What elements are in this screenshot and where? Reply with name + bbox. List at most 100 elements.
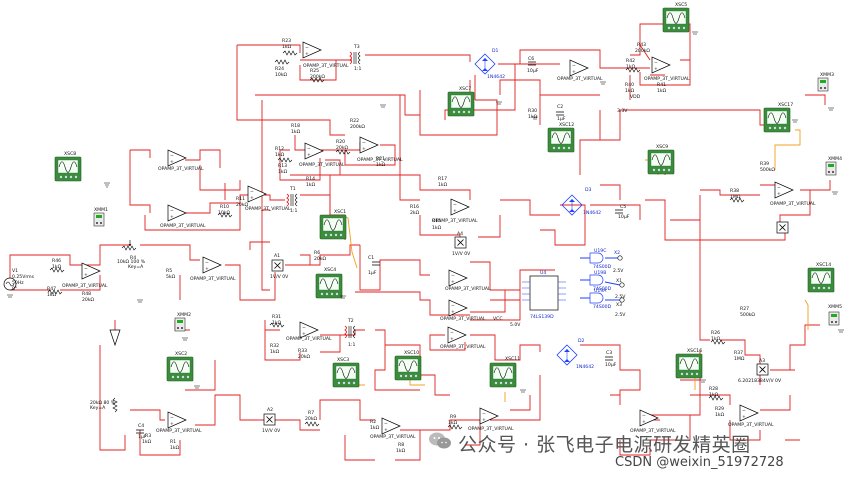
opamp-label: OPAMP_3T_VIRTUAL bbox=[303, 63, 349, 69]
bridge-part: 1N4642 bbox=[576, 364, 594, 370]
oscilloscope-label: XSC5 bbox=[675, 2, 687, 8]
svg-text:U4: U4 bbox=[540, 270, 546, 276]
oscilloscope: XSC11 bbox=[489, 356, 520, 388]
svg-text:20kΩ: 20kΩ bbox=[236, 202, 249, 208]
bridge-part: 1N4642 bbox=[487, 74, 505, 80]
opamp-label: OPAMP_3T_VIRTUAL bbox=[557, 76, 603, 82]
svg-text:1kΩ: 1kΩ bbox=[711, 336, 721, 342]
svg-text:C2: C2 bbox=[557, 104, 563, 110]
svg-text:R5: R5 bbox=[166, 268, 172, 274]
svg-text:20kΩ: 20kΩ bbox=[305, 416, 318, 422]
svg-text:20kΩ: 20kΩ bbox=[336, 145, 349, 151]
opamp-label: OPAMP_3T_VIRTUAL bbox=[440, 316, 486, 322]
svg-text:1kΩ: 1kΩ bbox=[278, 169, 288, 175]
svg-text:R20: R20 bbox=[336, 139, 345, 145]
svg-text:200kΩ: 200kΩ bbox=[310, 74, 325, 80]
svg-text:10kΩ: 10kΩ bbox=[275, 72, 288, 78]
multiplier-gain: 6.20218384V/V 0V bbox=[738, 378, 782, 384]
oscilloscope: XSC16 bbox=[675, 348, 703, 379]
opamp-label: OPAMP_3T_VIRTUAL bbox=[770, 201, 816, 207]
multipliers: A1 1V/V 0V A2 1V/V 0V A3 6.20218384V/V 0… bbox=[262, 221, 789, 434]
oscilloscope: XSC8 bbox=[54, 151, 82, 182]
svg-text:10µF: 10µF bbox=[527, 68, 539, 74]
svg-text:1kΩ: 1kΩ bbox=[272, 320, 282, 326]
svg-text:1kΩ: 1kΩ bbox=[396, 448, 406, 454]
svg-text:1kΩ: 1kΩ bbox=[715, 412, 725, 418]
svg-text:500kΩ: 500kΩ bbox=[760, 167, 775, 173]
oscilloscope: XSC14 bbox=[807, 262, 835, 293]
svg-text:C4: C4 bbox=[138, 423, 144, 429]
oscilloscope: XSC3 bbox=[332, 357, 360, 388]
svg-text:1kΩ: 1kΩ bbox=[448, 420, 458, 426]
svg-text:X3: X3 bbox=[616, 302, 622, 308]
svg-text:R32: R32 bbox=[270, 343, 279, 349]
svg-text:R3: R3 bbox=[145, 433, 151, 439]
ac-source: V1 0.25Vrms 50Hz 0° bbox=[3, 268, 35, 292]
svg-text:R9: R9 bbox=[450, 414, 456, 420]
svg-text:U19C: U19C bbox=[594, 248, 606, 254]
transformers: T3 1:1 T1 1:1 T2 1:1 bbox=[286, 44, 361, 348]
svg-text:C3: C3 bbox=[606, 350, 612, 356]
transformer-ratio: 1:1 bbox=[348, 342, 355, 348]
multimeter-label: XMM2 bbox=[177, 312, 191, 318]
svg-text:10µF: 10µF bbox=[605, 362, 617, 368]
opamp-label: OPAMP_3T_VIRTUAL bbox=[286, 336, 332, 342]
bridge-label: D3 bbox=[585, 187, 592, 193]
opamp-label: OPAMP_3T_VIRTUAL bbox=[160, 223, 206, 229]
svg-text:10kΩ 100 %: 10kΩ 100 % bbox=[117, 259, 146, 265]
svg-text:R7: R7 bbox=[308, 410, 314, 416]
resistor-bodies bbox=[47, 50, 745, 430]
svg-text:1MΩ: 1MΩ bbox=[730, 194, 741, 200]
opamp-label: OPAMP_3T_VIRTUAL bbox=[630, 428, 676, 434]
svg-text:R28: R28 bbox=[709, 386, 718, 392]
opamp-label: OPAMP_3T_VIRTUAL bbox=[62, 283, 108, 289]
svg-text:10µF: 10µF bbox=[618, 214, 630, 220]
watermark-csdn: CSDN @weixin_51972728 bbox=[615, 455, 784, 470]
opamp-label: OPAMP_3T_VIRTUAL bbox=[644, 76, 690, 82]
opamp-label: OPAMP_3T_VIRTUAL bbox=[370, 434, 416, 440]
svg-text:1kΩ: 1kΩ bbox=[275, 152, 285, 158]
svg-text:20kΩ 80 %: 20kΩ 80 % bbox=[90, 400, 116, 406]
potentiometers: 10kΩ 100 % Key=A 20kΩ 80 % Key=A bbox=[90, 240, 146, 413]
multimeter-label: XMM1 bbox=[94, 207, 108, 213]
svg-text:U19B: U19B bbox=[594, 270, 606, 276]
bridge-label: D1 bbox=[492, 48, 499, 54]
oscilloscopes: XSC8 XSC1 XSC4 XSC2 XSC3 XSC10 XSC11 XSC… bbox=[54, 2, 835, 388]
opamp-label: OPAMP_3T_VIRTUAL bbox=[468, 426, 514, 432]
svg-text:R17: R17 bbox=[438, 176, 447, 182]
svg-text:2.5V: 2.5V bbox=[615, 294, 626, 300]
oscilloscope-label: XSC3 bbox=[337, 357, 349, 363]
svg-text:R33: R33 bbox=[298, 348, 307, 354]
multiplier-id: A4 bbox=[457, 231, 463, 237]
svg-text:R40: R40 bbox=[625, 82, 634, 88]
svg-text:R37: R37 bbox=[734, 350, 743, 356]
opamp-label: OPAMP_3T_VIRTUAL bbox=[728, 422, 774, 428]
svg-text:R24: R24 bbox=[275, 66, 284, 72]
svg-text:1kΩ: 1kΩ bbox=[282, 44, 292, 50]
opamp-label: OPAMP_3T_VIRTUAL bbox=[445, 286, 491, 292]
opamp-label: OPAMP_3T_VIRTUAL bbox=[156, 428, 202, 434]
opamp-label: OPAMP_3T_VIRTUAL bbox=[299, 162, 345, 168]
svg-text:R43: R43 bbox=[637, 42, 646, 48]
opamp-label: OPAMP_3T_VIRTUAL bbox=[357, 157, 403, 163]
oscilloscope-label: XSC17 bbox=[778, 102, 793, 108]
transformer-label: T2 bbox=[347, 318, 354, 324]
svg-text:1kΩ: 1kΩ bbox=[142, 439, 152, 445]
svg-text:R16: R16 bbox=[410, 204, 419, 210]
transformer-label: T3 bbox=[353, 44, 360, 50]
svg-text:X1: X1 bbox=[616, 278, 622, 284]
svg-text:R6: R6 bbox=[314, 250, 320, 256]
svg-text:200kΩ: 200kΩ bbox=[635, 48, 650, 54]
svg-text:R48: R48 bbox=[82, 291, 91, 297]
wechat-icon bbox=[429, 432, 451, 449]
opamp-label: OPAMP_3T_VIRTUAL bbox=[158, 166, 204, 172]
oscilloscope-label: XSC8 bbox=[64, 151, 76, 157]
oscilloscope-label: XSC11 bbox=[505, 356, 520, 362]
svg-text:R8: R8 bbox=[398, 442, 404, 448]
svg-text:1kΩ: 1kΩ bbox=[625, 88, 635, 94]
svg-text:74S00D: 74S00D bbox=[593, 304, 612, 310]
svg-text:74S00D: 74S00D bbox=[593, 264, 612, 270]
